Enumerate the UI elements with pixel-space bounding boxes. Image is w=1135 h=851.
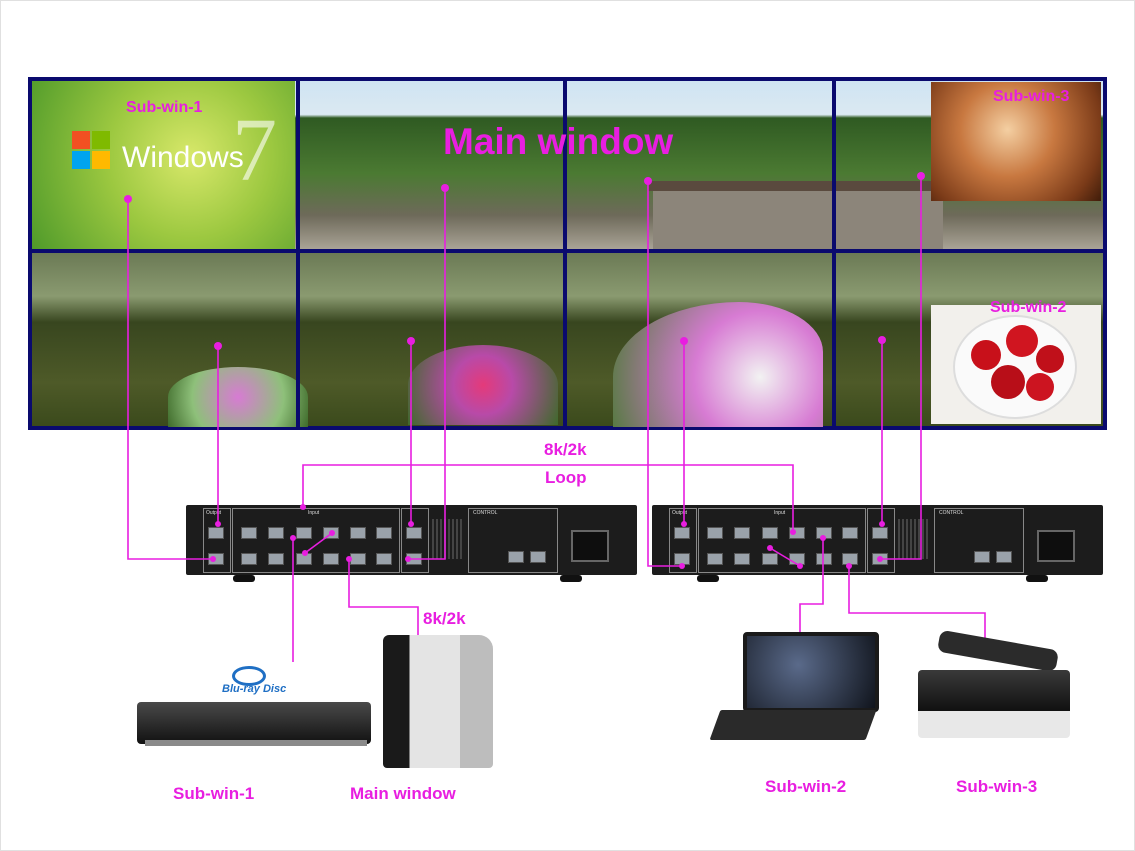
hdmi-port xyxy=(350,527,366,539)
laptop xyxy=(709,632,879,744)
hdmi-port xyxy=(376,553,392,565)
bluray-player-base xyxy=(145,740,367,746)
output-label: Output xyxy=(672,510,688,516)
foot xyxy=(233,575,255,582)
output-section-3: Output xyxy=(669,508,697,573)
hdmi-port xyxy=(508,551,524,563)
hdmi-port xyxy=(974,551,990,563)
source-resolution-label: 8k/2k xyxy=(423,609,466,628)
hdmi-port xyxy=(996,551,1012,563)
hdmi-port xyxy=(406,527,422,539)
hdmi-port xyxy=(323,553,339,565)
bezel-v3 xyxy=(832,77,836,430)
bezel-v2 xyxy=(563,77,567,430)
subwin-3-painting xyxy=(931,82,1101,201)
flower-bed-center xyxy=(408,345,558,425)
desktop-pc xyxy=(383,635,493,768)
input-label: Input xyxy=(774,510,786,516)
power-socket xyxy=(571,530,609,562)
hdmi-port xyxy=(762,527,778,539)
hdmi-port xyxy=(707,527,723,539)
laptop-screen xyxy=(743,632,879,712)
fan-grille xyxy=(432,519,462,559)
subwin-1-windows7: Windows 7 xyxy=(32,81,295,249)
hdmi-port xyxy=(268,527,284,539)
pc-caption: Main window xyxy=(350,784,456,803)
museum-building xyxy=(653,187,943,249)
hdmi-port xyxy=(674,527,690,539)
hdmi-port xyxy=(872,527,888,539)
video-wall: Windows 7 xyxy=(28,77,1107,430)
hdmi-port xyxy=(762,553,778,565)
hdmi-port xyxy=(241,527,257,539)
control-section-2: CONTROL xyxy=(934,508,1024,573)
mediabox-caption: Sub-win-3 xyxy=(956,777,1038,796)
hdmi-port xyxy=(296,527,312,539)
fan-grille xyxy=(898,519,928,559)
media-box-body xyxy=(918,670,1070,738)
museum-roof xyxy=(648,181,948,191)
control-section-1: CONTROL xyxy=(468,508,558,573)
windows-version: 7 xyxy=(232,101,277,200)
bluray-player xyxy=(137,702,371,744)
subwin-2-tomatoes xyxy=(931,305,1101,424)
input-label: Input xyxy=(308,510,320,516)
bluray-disc-icon xyxy=(232,666,266,686)
input-section-2: Input xyxy=(698,508,866,573)
loop-label: Loop xyxy=(545,468,587,487)
bluray-caption: Sub-win-1 xyxy=(173,784,255,803)
hdmi-port xyxy=(734,527,750,539)
bluray-logo: Blu-ray Disc xyxy=(222,683,287,695)
loop-resolution-label: 8k/2k xyxy=(544,440,587,459)
hdmi-port xyxy=(268,553,284,565)
video-wall-processor-1: Output Input CONTROL xyxy=(186,505,637,575)
subwin-3-label: Sub-win-3 xyxy=(993,88,1070,105)
foot xyxy=(560,575,582,582)
output-section-1: Output xyxy=(203,508,231,573)
output-section-4 xyxy=(867,508,895,573)
hdmi-port xyxy=(816,553,832,565)
power-socket xyxy=(1037,530,1075,562)
hdmi-port xyxy=(842,527,858,539)
laptop-keyboard xyxy=(709,710,877,740)
hdmi-port xyxy=(241,553,257,565)
output-label: Output xyxy=(206,510,222,516)
control-label: CONTROL xyxy=(939,510,964,516)
windows-logo-text: Windows xyxy=(122,141,244,174)
flower-bed-left xyxy=(168,367,308,427)
input-section-1: Input xyxy=(232,508,400,573)
subwin-1-label: Sub-win-1 xyxy=(126,99,203,116)
bezel-v1 xyxy=(296,77,300,430)
windows-flag-icon xyxy=(72,131,112,171)
subwin-2-label: Sub-win-2 xyxy=(990,299,1067,316)
foot xyxy=(697,575,719,582)
media-box xyxy=(918,629,1070,740)
hdmi-port xyxy=(530,551,546,563)
hdmi-port xyxy=(707,553,723,565)
hdmi-port xyxy=(208,527,224,539)
main-window-title: Main window xyxy=(443,121,674,162)
foot xyxy=(1026,575,1048,582)
laptop-caption: Sub-win-2 xyxy=(765,777,847,796)
hdmi-port xyxy=(376,527,392,539)
video-wall-processor-2: Output Input CONTROL xyxy=(652,505,1103,575)
control-label: CONTROL xyxy=(473,510,498,516)
hdmi-port xyxy=(734,553,750,565)
output-section-2 xyxy=(401,508,429,573)
bezel-h xyxy=(28,249,1107,253)
